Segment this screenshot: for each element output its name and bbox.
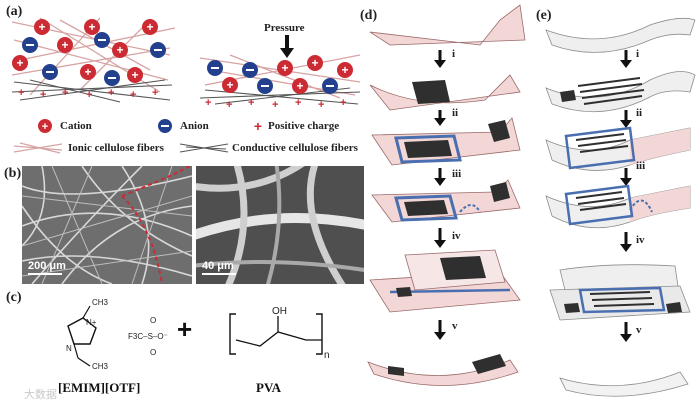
svg-text:+: + bbox=[38, 20, 45, 34]
svg-text:+: + bbox=[340, 97, 346, 109]
pressure-arrow bbox=[280, 35, 294, 58]
sem-image-left: 200 μm bbox=[22, 166, 192, 284]
panel-d-diagram bbox=[367, 4, 526, 386]
svg-text:+: + bbox=[42, 121, 48, 133]
legend-cation: Cation bbox=[60, 120, 92, 132]
svg-text:+: + bbox=[40, 89, 46, 101]
panel-d-label: (d) bbox=[360, 8, 378, 23]
svg-text:+: + bbox=[311, 56, 318, 70]
d-step-v: v bbox=[452, 320, 458, 332]
svg-text:+: + bbox=[130, 89, 136, 101]
panel-a-label: (a) bbox=[6, 4, 23, 19]
svg-text:+: + bbox=[272, 99, 278, 111]
svg-text:+: + bbox=[281, 61, 288, 75]
emim-n: N bbox=[66, 344, 72, 353]
d-step-ii: ii bbox=[452, 107, 459, 119]
sem-image-right: 40 μm bbox=[196, 166, 364, 284]
svg-text:+: + bbox=[108, 87, 114, 99]
panel-a-diagram: + + + + + + + + + + + + + + + + + + + + bbox=[11, 17, 361, 154]
emim-ch3-top: CH3 bbox=[92, 298, 109, 307]
plus-sign: + bbox=[177, 314, 193, 344]
e-step-iv: iv bbox=[636, 234, 645, 246]
cation-circles-left bbox=[12, 19, 158, 83]
panel-e-diagram bbox=[545, 17, 696, 397]
svg-text:+: + bbox=[62, 87, 68, 99]
svg-text:+: + bbox=[205, 97, 211, 109]
d-step-iii: iii bbox=[452, 168, 462, 180]
d-step-i: i bbox=[452, 48, 456, 60]
svg-text:+: + bbox=[318, 99, 324, 111]
svg-text:+: + bbox=[116, 43, 123, 57]
otf-o-top: O bbox=[150, 316, 157, 325]
svg-text:+: + bbox=[295, 97, 301, 109]
svg-text:+: + bbox=[16, 56, 23, 70]
svg-text:+: + bbox=[18, 87, 24, 99]
svg-text:+: + bbox=[226, 78, 233, 92]
svg-text:+: + bbox=[88, 20, 95, 34]
watermark: 大数据 bbox=[24, 388, 57, 401]
pva-subscript-n: n bbox=[324, 350, 330, 361]
emim-ch3-bottom: CH3 bbox=[92, 362, 109, 371]
emim-nplus: N+ bbox=[86, 318, 97, 327]
compound-emim-otf: [EMIM][OTF] bbox=[58, 380, 141, 395]
e-step-ii: ii bbox=[636, 107, 643, 119]
pressure-label: Pressure bbox=[264, 22, 305, 34]
e-step-iii: iii bbox=[636, 160, 646, 172]
legend-anion: Anion bbox=[180, 120, 209, 132]
pva-structure bbox=[229, 313, 323, 355]
otf-o-bottom: O bbox=[150, 348, 157, 357]
legend-conductive-fibers: Conductive cellulose fibers bbox=[232, 142, 358, 154]
legend-positive-charge: Positive charge bbox=[268, 120, 340, 132]
svg-text:+: + bbox=[84, 65, 91, 79]
panel-b-label: (b) bbox=[4, 166, 22, 181]
svg-text:+: + bbox=[254, 118, 262, 134]
pva-oh: OH bbox=[272, 306, 287, 317]
svg-text:+: + bbox=[226, 99, 232, 111]
scale-bar-left: 200 μm bbox=[28, 260, 66, 272]
svg-text:+: + bbox=[86, 89, 92, 101]
svg-text:+: + bbox=[61, 38, 68, 52]
svg-text:+: + bbox=[131, 68, 138, 82]
panel-c-label: (c) bbox=[6, 290, 22, 305]
svg-text:+: + bbox=[152, 87, 158, 99]
emim-structure bbox=[67, 305, 97, 367]
legend-ionic-fibers: Ionic cellulose fibers bbox=[68, 142, 164, 154]
e-step-i: i bbox=[636, 48, 640, 60]
compound-pva: PVA bbox=[256, 380, 282, 395]
d-step-iv: iv bbox=[452, 230, 461, 242]
e-step-v: v bbox=[636, 324, 642, 336]
anion-circles-left bbox=[22, 32, 166, 86]
svg-text:+: + bbox=[248, 97, 254, 109]
svg-text:+: + bbox=[341, 63, 348, 77]
svg-text:+: + bbox=[296, 79, 303, 93]
svg-text:+: + bbox=[146, 20, 153, 34]
otf-group: F3C–S–O⁻ bbox=[128, 332, 168, 341]
panel-e-label: (e) bbox=[536, 8, 552, 23]
scale-bar-right: 40 μm bbox=[202, 260, 234, 272]
